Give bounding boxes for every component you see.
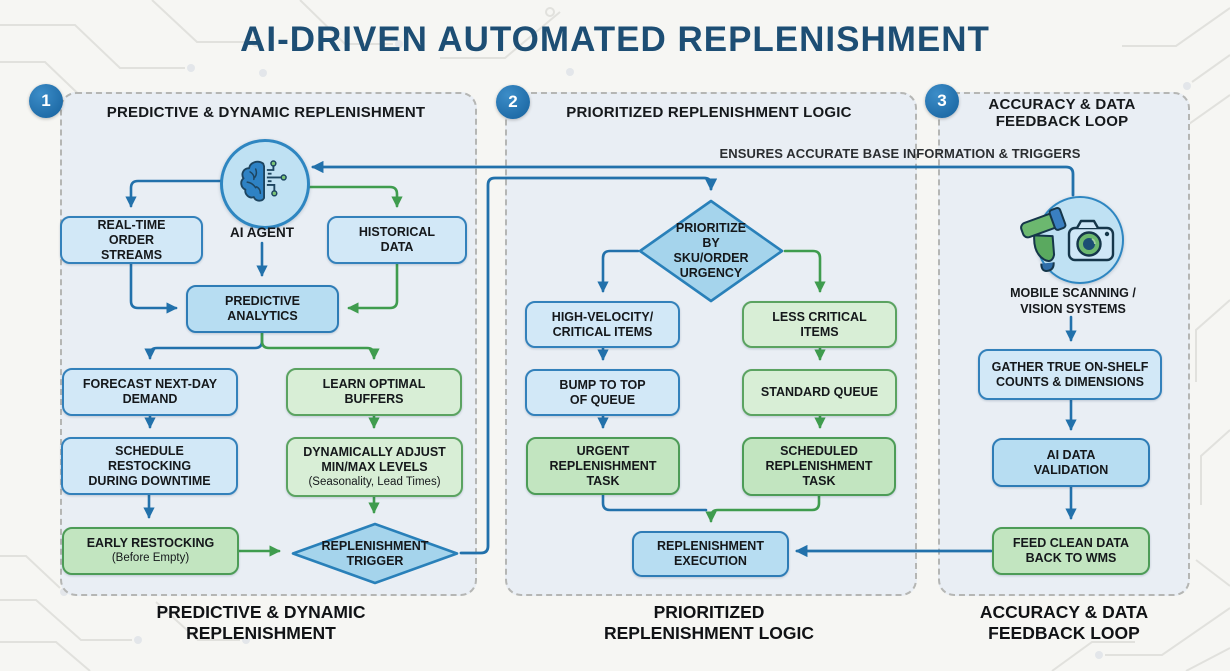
node-gather-on-shelf-counts: GATHER TRUE ON-SHELF COUNTS & DIMENSIONS (978, 349, 1162, 400)
feedback-annotation: ENSURES ACCURATE BASE INFORMATION & TRIG… (719, 146, 1081, 161)
node-learn-optimal-buffers: LEARN OPTIMAL BUFFERS (286, 368, 462, 416)
ai-agent-label: AI AGENT (230, 225, 294, 240)
panel-3-heading-line1: ACCURACY & DATA (988, 96, 1136, 113)
panel-1-heading-line: PREDICTIVE & DYNAMIC REPLENISHMENT (106, 104, 426, 121)
arrow-scanner-feedback-to-agent (311, 160, 1075, 197)
panel-1-heading: PREDICTIVE & DYNAMIC REPLENISHMENT (66, 104, 466, 121)
caption-accuracy-feedback: ACCURACY & DATA FEEDBACK LOOP (979, 602, 1149, 643)
panel-2-arrows (597, 249, 826, 523)
section-2-badge: 2 (496, 85, 530, 119)
prioritize-diamond-shape (638, 199, 784, 303)
node-dynamically-adjust-minmax: DYNAMICALLY ADJUST MIN/MAX LEVELS (Seaso… (286, 437, 463, 497)
panel-1-arrows (125, 179, 403, 557)
arrow-analytics-to-forecast (144, 331, 264, 360)
node-scheduled-replenishment-task: SCHEDULED REPLENISHMENT TASK (742, 437, 896, 496)
panel-2-heading: PRIORITIZED REPLENISHMENT LOGIC (509, 104, 909, 121)
node-bump-to-top-of-queue: BUMP TO TOP OF QUEUE (525, 369, 680, 416)
barcode-scanner-icon (1020, 207, 1067, 272)
node-predictive-analytics: PREDICTIVE ANALYTICS (186, 285, 339, 333)
node-urgent-replenishment-task: URGENT REPLENISHMENT TASK (526, 437, 680, 495)
arrow-scheduled-to-execution (705, 494, 821, 523)
caption-predictive-dynamic: PREDICTIVE & DYNAMIC REPLENISHMENT (156, 602, 366, 643)
node-prioritize-by-sku-urgency: PRIORITIZE BY SKU/ORDER URGENCY (637, 199, 785, 303)
node-replenishment-trigger: REPLENISHMENT TRIGGER (290, 522, 460, 585)
node-early-restocking: EARLY RESTOCKING (Before Empty) (62, 527, 239, 575)
scanner-vision-node (1020, 196, 1124, 284)
arrow-analytics-to-buffers (260, 331, 380, 360)
panel-3-heading: ACCURACY & DATA FEEDBACK LOOP (962, 96, 1162, 130)
panel-3-heading-line2: FEEDBACK LOOP (995, 113, 1129, 130)
arrow-trigger-to-prioritize (459, 176, 718, 555)
mobile-scanning-label: MOBILE SCANNING / VISION SYSTEMS (1010, 286, 1136, 316)
cross-panel-arrows (311, 160, 1075, 558)
node-high-velocity-critical-items: HIGH-VELOCITY/ CRITICAL ITEMS (525, 301, 680, 348)
trigger-diamond-shape (291, 522, 459, 585)
section-1-badge: 1 (29, 84, 63, 118)
node-feed-clean-data-to-wms: FEED CLEAN DATA BACK TO WMS (992, 527, 1150, 575)
node-schedule-restocking-downtime: SCHEDULE RESTOCKING DURING DOWNTIME (61, 437, 238, 495)
panel-2-heading-line: PRIORITIZED REPLENISHMENT LOGIC (566, 104, 852, 121)
arrow-agent-to-historical (301, 185, 403, 208)
scanner-vision-icon (1020, 207, 1115, 272)
arrow-realtime-to-analytics (129, 262, 178, 314)
caption-prioritized-logic: PRIORITIZED REPLENISHMENT LOGIC (603, 602, 814, 643)
ai-agent-node (220, 139, 310, 229)
arrow-historical-to-analytics (347, 262, 399, 314)
arrow-agent-to-realtime (125, 179, 223, 208)
node-standard-queue: STANDARD QUEUE (742, 369, 897, 416)
page-title: AI-DRIVEN AUTOMATED REPLENISHMENT (240, 20, 990, 59)
section-3-badge: 3 (925, 84, 959, 118)
node-forecast-next-day-demand: FORECAST NEXT-DAY DEMAND (62, 368, 238, 416)
arrow-prioritize-to-lesscritical (783, 249, 826, 293)
arrow-prioritize-to-highvelocity (597, 249, 640, 293)
node-replenishment-execution: REPLENISHMENT EXECUTION (632, 531, 789, 577)
panel-accuracy-feedback (938, 92, 1190, 596)
brain-circuit-icon (240, 160, 287, 202)
node-ai-data-validation: AI DATA VALIDATION (992, 438, 1150, 487)
node-less-critical-items: LESS CRITICAL ITEMS (742, 301, 897, 348)
node-real-time-order-streams: REAL-TIME ORDER STREAMS (60, 216, 203, 264)
node-historical-data: HISTORICAL DATA (327, 216, 467, 264)
line-urgent-to-merge (601, 493, 708, 512)
camera-icon (1067, 219, 1115, 262)
